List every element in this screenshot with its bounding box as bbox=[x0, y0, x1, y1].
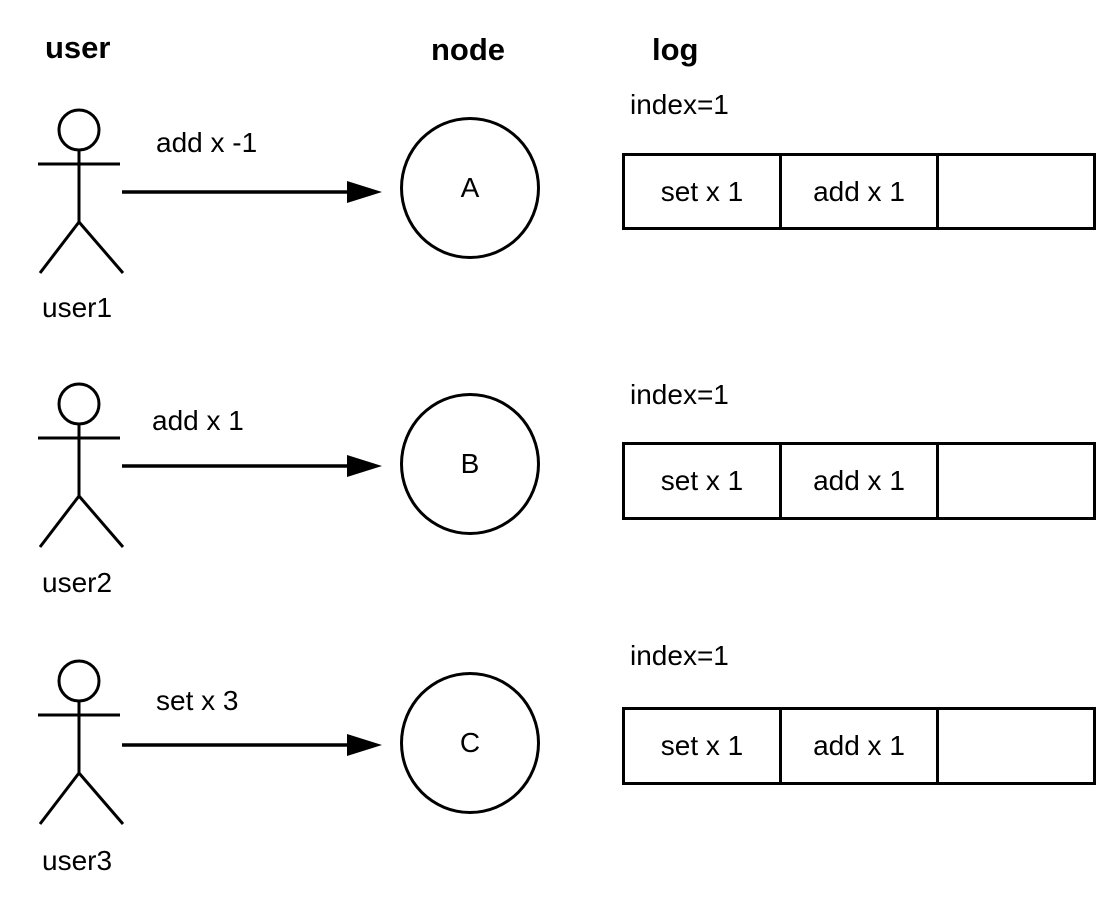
arrow-right-icon bbox=[122, 455, 382, 477]
column-header-node: node bbox=[431, 32, 506, 67]
log-table: set x 1 add x 1 bbox=[622, 442, 1096, 520]
command-label: add x 1 bbox=[152, 405, 244, 436]
log-cell bbox=[939, 156, 1093, 227]
log-table: set x 1 add x 1 bbox=[622, 153, 1096, 230]
arrow-right-icon bbox=[122, 734, 382, 756]
node-circle: B bbox=[400, 393, 540, 535]
node-circle: C bbox=[400, 672, 540, 814]
log-cell: add x 1 bbox=[782, 156, 939, 227]
log-cell bbox=[939, 445, 1093, 517]
node-label: B bbox=[460, 448, 480, 479]
command-label: add x -1 bbox=[156, 127, 258, 158]
column-header-user: user bbox=[45, 30, 111, 65]
column-header-log: log bbox=[652, 32, 699, 67]
node-circle: A bbox=[400, 117, 540, 259]
user-name-label: user1 bbox=[42, 292, 113, 323]
command-label: set x 3 bbox=[156, 685, 239, 716]
log-index-label: index=1 bbox=[630, 640, 729, 671]
node-label: A bbox=[460, 172, 480, 203]
log-cell: add x 1 bbox=[782, 445, 939, 517]
arrow-right-icon bbox=[122, 181, 382, 203]
log-cell: add x 1 bbox=[782, 710, 939, 782]
person-icon bbox=[38, 382, 125, 548]
log-cell: set x 1 bbox=[625, 710, 782, 782]
log-table: set x 1 add x 1 bbox=[622, 707, 1096, 785]
person-icon bbox=[38, 659, 125, 825]
log-index-label: index=1 bbox=[630, 89, 729, 120]
log-cell bbox=[939, 710, 1093, 782]
log-index-label: index=1 bbox=[630, 379, 729, 410]
log-cell: set x 1 bbox=[625, 445, 782, 517]
person-icon bbox=[38, 108, 125, 274]
user-name-label: user3 bbox=[42, 845, 113, 876]
node-label: C bbox=[459, 727, 481, 758]
user-name-label: user2 bbox=[42, 567, 113, 598]
log-cell: set x 1 bbox=[625, 156, 782, 227]
